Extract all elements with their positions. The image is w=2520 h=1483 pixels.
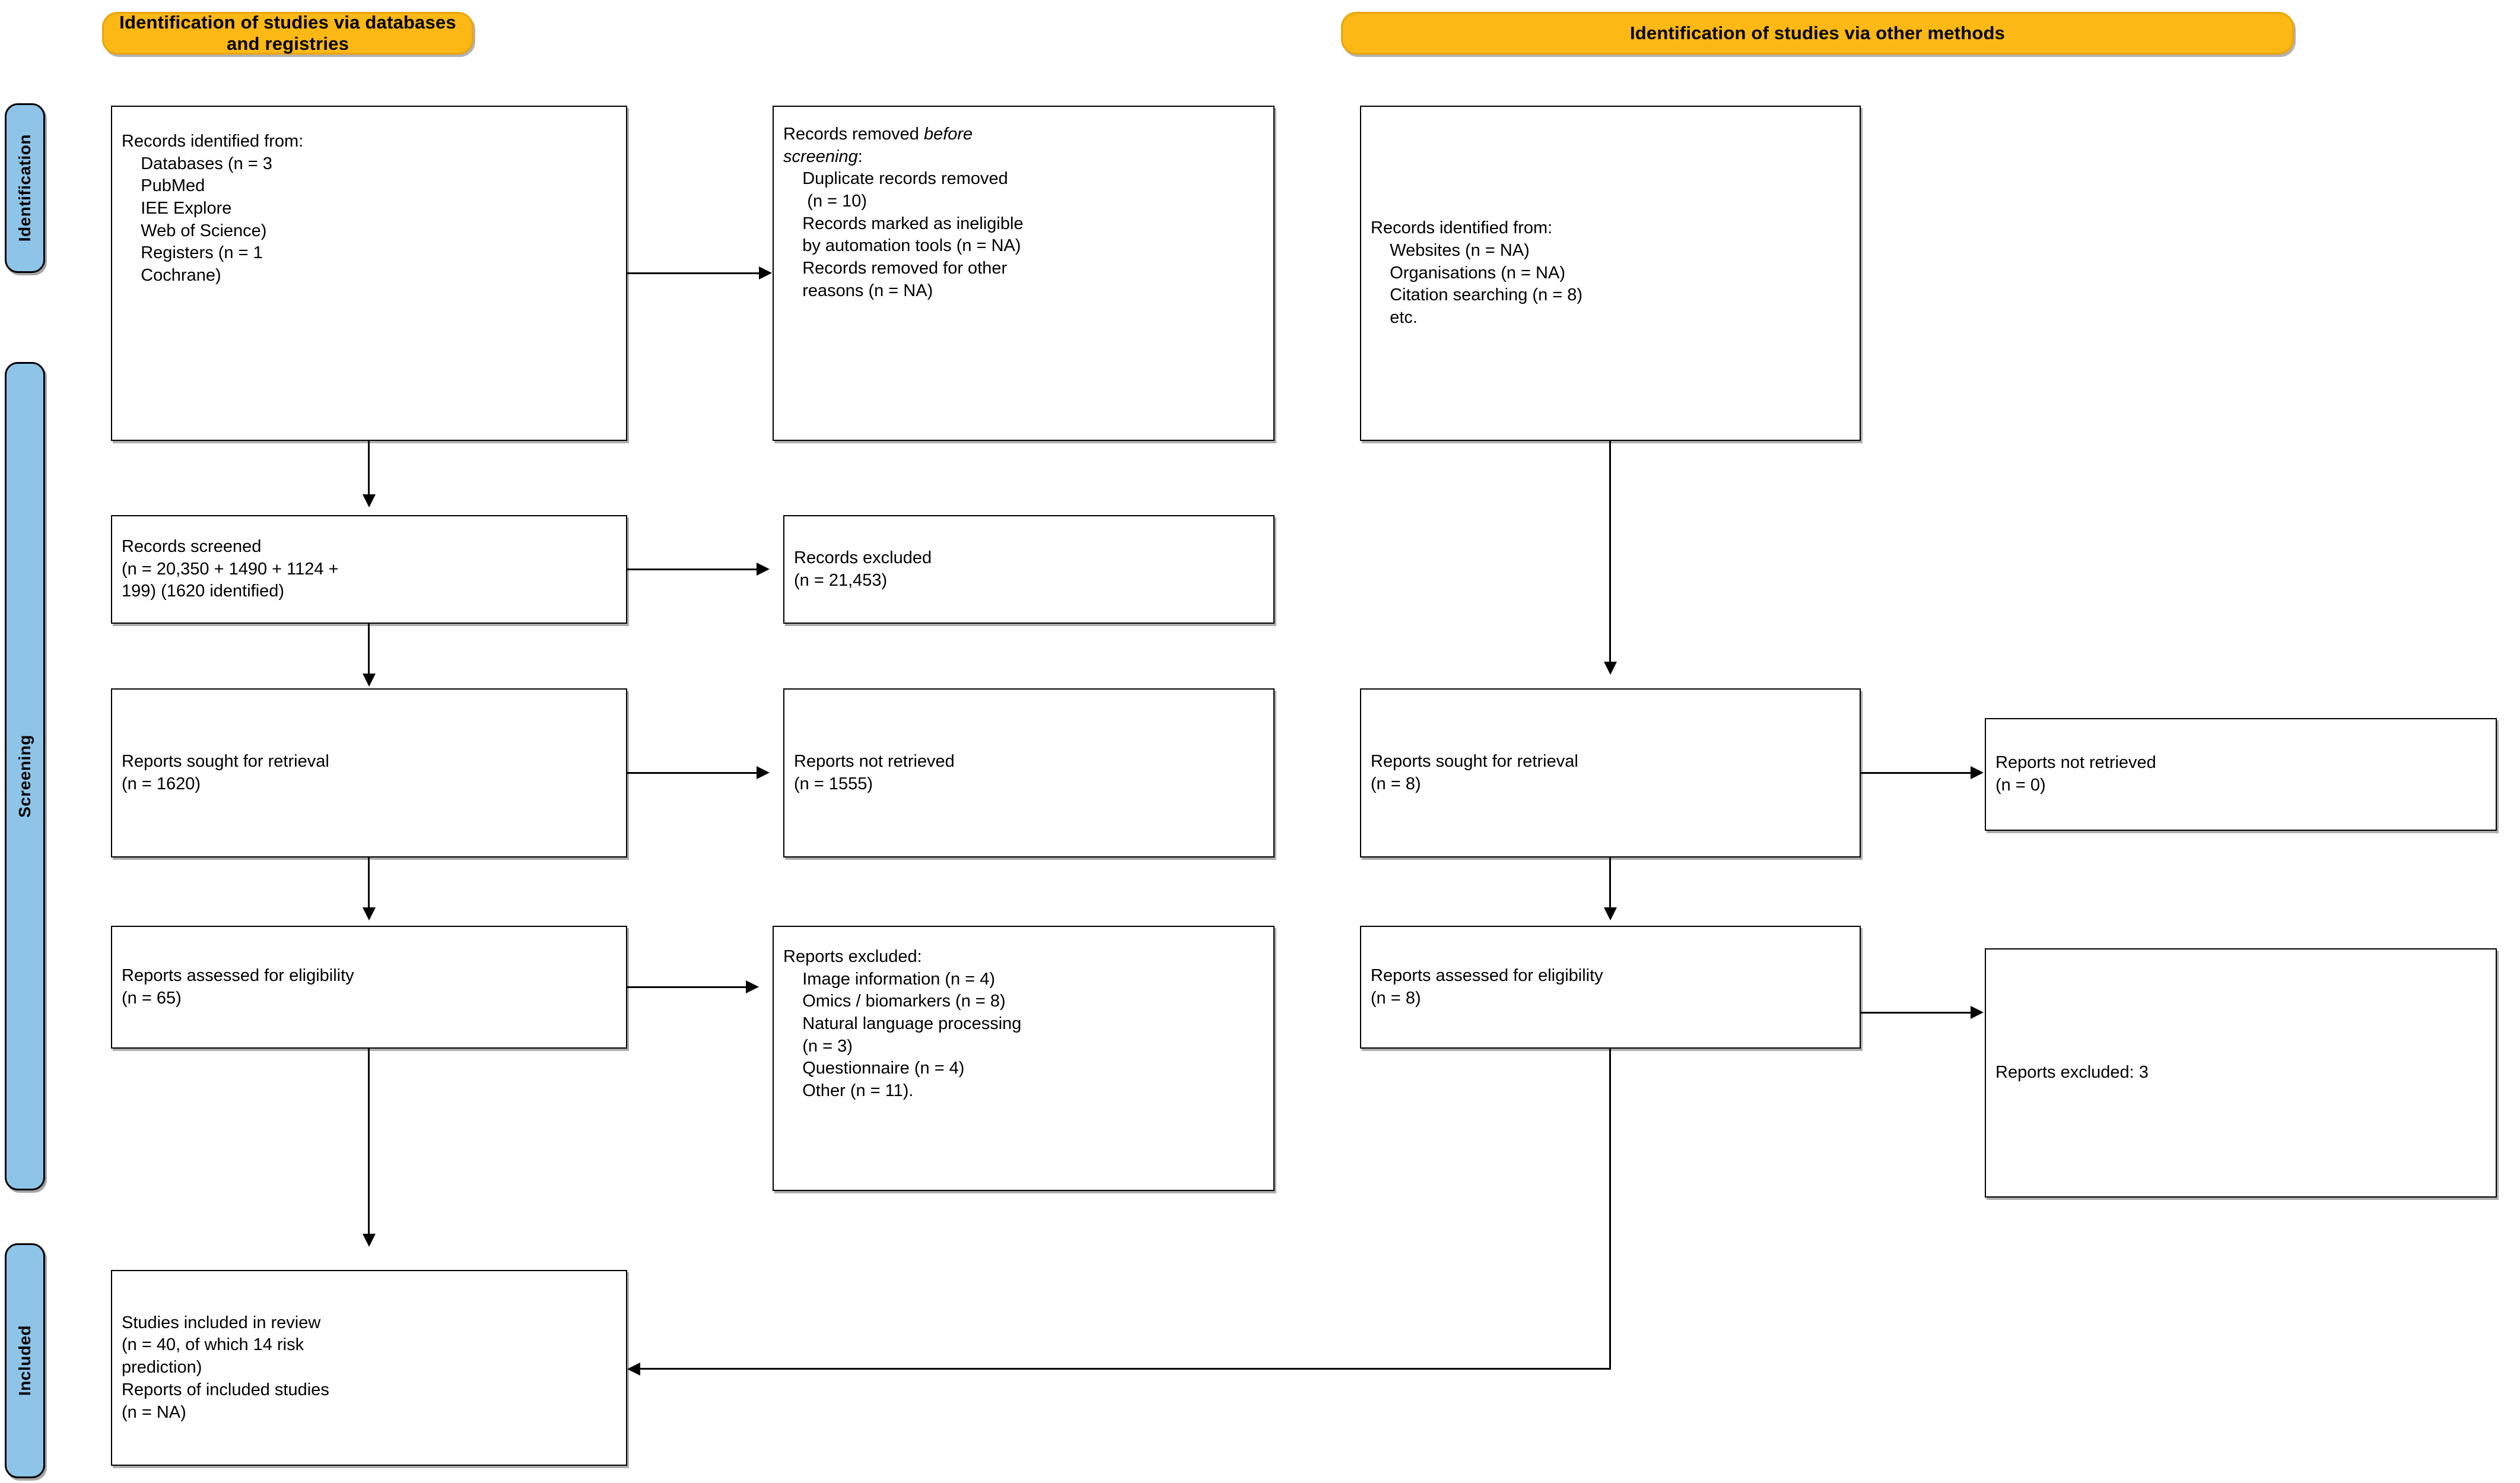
arrow-screened-to-excluded (757, 563, 770, 576)
stage-label-identification: Identification (5, 103, 45, 273)
box-studies-included-in-review: Studies included in review (n = 40, of w… (111, 1270, 627, 1466)
connector-right-branch-down (1609, 1049, 1611, 1369)
box-reports-not-retrieved-left-text: Reports not retrieved (n = 1555) (794, 751, 955, 793)
arrow-assessed-to-included (363, 1234, 376, 1247)
box-reports-assessed-eligibility-right: Reports assessed for eligibility (n = 8) (1360, 926, 1861, 1049)
header-other-methods-label: Identification of studies via other meth… (1629, 23, 2006, 43)
connector-screened-to-sought (368, 624, 370, 678)
box-reports-not-retrieved-right-text: Reports not retrieved (n = 0) (1995, 753, 2156, 795)
stage-label-identification-text: Identification (15, 134, 34, 242)
arrow-right-branch-to-included (627, 1363, 640, 1376)
arrow-assessed-to-excluded-left (746, 980, 759, 993)
stage-label-screening-text: Screening (15, 735, 34, 818)
box-records-excluded-text: Records excluded (n = 21,453) (794, 548, 932, 590)
connector-right-branch-to-included (640, 1368, 1611, 1370)
records-removed-rest: : Duplicate records removed (n = 10) Rec… (802, 147, 1024, 300)
box-reports-not-retrieved-right: Reports not retrieved (n = 0) (1985, 718, 2497, 831)
box-records-removed-before-screening: Records removed before screening: Duplic… (773, 106, 1275, 441)
stage-label-included: Included (5, 1243, 45, 1478)
box-reports-sought-retrieval-right: Reports sought for retrieval (n = 8) (1360, 688, 1861, 858)
records-removed-lead: Records removed (783, 125, 924, 144)
connector-sought-to-notretrieved-left (627, 772, 757, 774)
header-databases-registries-label: Identification of studies via databases … (119, 12, 456, 54)
box-records-identified-from-text: Records identified from: Databases (n = … (122, 132, 304, 285)
records-removed-italic-before: before (923, 125, 973, 144)
connector-identified-to-screened (368, 441, 370, 499)
connector-sought-to-assessed-right (1609, 858, 1611, 912)
box-reports-assessed-eligibility-left-text: Reports assessed for eligibility (n = 65… (122, 966, 354, 1008)
records-removed-italic-screening: screening (783, 147, 858, 166)
header-databases-registries: Identification of studies via databases … (102, 12, 474, 55)
box-records-screened: Records screened (n = 20,350 + 1490 + 11… (111, 515, 627, 624)
arrow-assessed-to-excluded-right (1971, 1006, 1984, 1019)
box-reports-assessed-eligibility-right-text: Reports assessed for eligibility (n = 8) (1371, 966, 1603, 1008)
connector-assessed-to-excluded-right (1861, 1012, 1971, 1014)
box-reports-not-retrieved-left: Reports not retrieved (n = 1555) (783, 688, 1275, 858)
arrow-identified-to-screened (363, 494, 376, 507)
connector-screened-to-excluded (627, 569, 757, 570)
arrow-sought-to-assessed-left (363, 907, 376, 920)
connector-assessed-to-included (368, 1049, 370, 1239)
arrow-other-identified-to-sought (1604, 662, 1617, 675)
stage-label-included-text: Included (15, 1325, 34, 1396)
box-records-identified-other-methods: Records identified from: Websites (n = N… (1360, 106, 1861, 441)
box-reports-sought-retrieval-right-text: Reports sought for retrieval (n = 8) (1371, 751, 1578, 793)
box-records-removed-before-screening-text: Records removed before screening: Duplic… (774, 107, 1273, 303)
box-records-identified-from: Records identified from: Databases (n = … (111, 106, 627, 441)
box-reports-excluded-left: Reports excluded: Image information (n =… (773, 926, 1275, 1191)
connector-identified-to-removed (627, 272, 759, 274)
arrow-screened-to-sought (363, 674, 376, 687)
box-records-excluded: Records excluded (n = 21,453) (783, 515, 1275, 624)
arrow-sought-to-assessed-right (1604, 907, 1617, 920)
connector-sought-to-assessed-left (368, 858, 370, 912)
box-records-screened-text: Records screened (n = 20,350 + 1490 + 11… (122, 536, 339, 601)
box-reports-sought-retrieval-left-text: Reports sought for retrieval (n = 1620) (122, 751, 329, 793)
connector-assessed-to-excluded-left (627, 986, 746, 988)
stage-label-screening: Screening (5, 362, 45, 1190)
arrow-sought-to-notretrieved-right (1971, 766, 1984, 779)
connector-sought-to-notretrieved-right (1861, 772, 1971, 774)
connector-other-identified-to-sought (1609, 441, 1611, 666)
box-studies-included-in-review-text: Studies included in review (n = 40, of w… (122, 1313, 329, 1422)
box-reports-sought-retrieval-left: Reports sought for retrieval (n = 1620) (111, 688, 627, 858)
box-reports-excluded-right: Reports excluded: 3 (1985, 948, 2497, 1198)
box-reports-assessed-eligibility-left: Reports assessed for eligibility (n = 65… (111, 926, 627, 1049)
box-records-identified-other-methods-text: Records identified from: Websites (n = N… (1371, 218, 1583, 328)
box-reports-excluded-right-text: Reports excluded: 3 (1995, 1063, 2149, 1082)
header-other-methods: Identification of studies via other meth… (1341, 12, 2294, 55)
arrow-identified-to-removed (759, 266, 772, 280)
box-reports-excluded-left-text: Reports excluded: Image information (n =… (783, 947, 1022, 1101)
arrow-sought-to-notretrieved-left (757, 766, 770, 779)
